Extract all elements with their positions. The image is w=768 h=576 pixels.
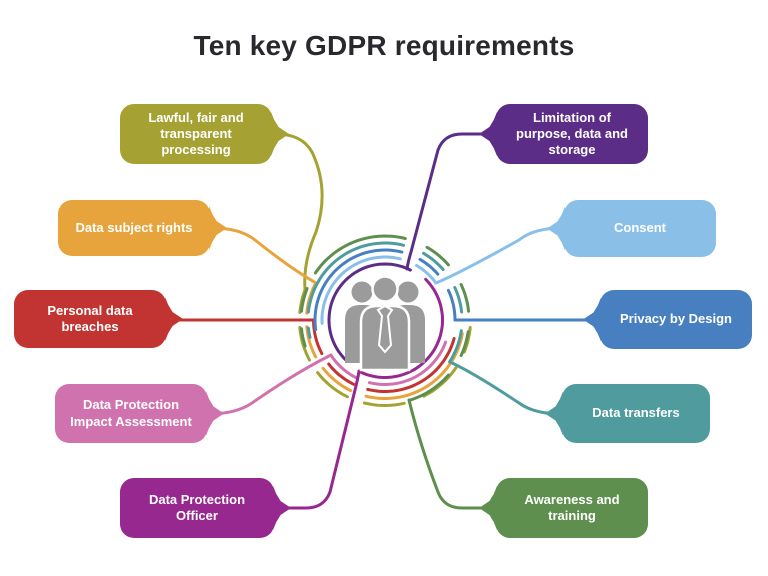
requirement-label-awareness: Awareness and training bbox=[524, 491, 620, 523]
connector-line-lawful bbox=[316, 371, 349, 399]
requirement-label-subject: Data subject rights bbox=[75, 219, 193, 235]
requirement-box-awareness: Awareness and training bbox=[479, 478, 648, 538]
requirement-box-dpia: Data Protection Impact Assessment bbox=[55, 384, 224, 443]
requirement-box-transfers: Data transfers bbox=[545, 384, 710, 443]
connector-line-lawful bbox=[298, 287, 307, 314]
connector-line-privacy bbox=[418, 257, 440, 276]
connector-line-lawful bbox=[362, 401, 406, 408]
connector-line-transfers bbox=[306, 326, 312, 339]
connector-line-subject bbox=[364, 332, 464, 400]
requirement-label-breaches: Personal data breaches bbox=[47, 302, 133, 334]
connector-line-subject bbox=[210, 226, 318, 285]
requirement-label-transfers: Data transfers bbox=[592, 405, 680, 421]
requirement-box-consent: Consent bbox=[547, 200, 716, 257]
connector-line-transfers bbox=[422, 251, 445, 271]
connector-line-awareness bbox=[459, 330, 470, 357]
connector-line-privacy bbox=[313, 248, 404, 332]
requirement-label-lawful: Lawful, fair and transparent processing bbox=[148, 109, 244, 158]
connector-line-dpia bbox=[367, 340, 448, 386]
requirement-box-dpo: Data Protection Officer bbox=[120, 478, 291, 538]
connector-line-transfers bbox=[306, 241, 406, 314]
page-title: Ten key GDPR requirements bbox=[193, 30, 575, 61]
connector-line-breaches bbox=[366, 337, 456, 393]
requirement-label-limitation: Limitation of purpose, data and storage bbox=[516, 109, 628, 158]
connector-line-limitation bbox=[405, 132, 494, 271]
connector-line-subject bbox=[321, 366, 353, 393]
requirement-label-dpia: Data Protection Impact Assessment bbox=[70, 397, 192, 429]
connector-line-transfers bbox=[448, 329, 463, 364]
connector-line-lawful bbox=[274, 132, 324, 291]
connector-line-awareness bbox=[313, 234, 407, 275]
requirement-box-breaches: Personal data breaches bbox=[14, 290, 183, 348]
connector-line-transfers bbox=[448, 360, 564, 416]
connector-line-awareness bbox=[407, 398, 494, 510]
connector-line-privacy bbox=[446, 288, 457, 322]
connector-line-breaches bbox=[312, 318, 324, 356]
requirement-label-consent: Consent bbox=[614, 220, 666, 236]
connector-line-consent bbox=[320, 255, 402, 325]
requirement-box-subject: Data subject rights bbox=[58, 200, 227, 256]
connector-line-limitation bbox=[327, 262, 412, 362]
connector-line-dpo bbox=[274, 369, 361, 510]
connector-line-consent bbox=[434, 226, 564, 285]
requirement-box-privacy: Privacy by Design bbox=[583, 290, 752, 349]
requirement-box-lawful: Lawful, fair and transparent processing bbox=[120, 104, 289, 164]
connector-line-breaches bbox=[327, 362, 356, 386]
connector-line-awareness bbox=[300, 287, 309, 313]
connector-lines bbox=[166, 132, 602, 510]
connector-line-awareness bbox=[425, 245, 450, 267]
connector-line-awareness bbox=[408, 373, 450, 402]
connector-line-awareness bbox=[300, 327, 307, 348]
requirement-label-privacy: Privacy by Design bbox=[620, 311, 732, 327]
people-group-icon bbox=[345, 275, 425, 372]
connector-line-awareness bbox=[459, 283, 470, 313]
connector-line-dpo bbox=[359, 277, 444, 379]
requirement-box-limitation: Limitation of purpose, data and storage bbox=[479, 104, 648, 164]
connector-line-consent bbox=[415, 263, 438, 285]
connector-line-dpia bbox=[206, 353, 333, 416]
connector-line-dpia bbox=[329, 353, 359, 380]
requirement-label-dpo: Data Protection Officer bbox=[148, 491, 246, 523]
connector-line-transfers bbox=[453, 286, 464, 314]
